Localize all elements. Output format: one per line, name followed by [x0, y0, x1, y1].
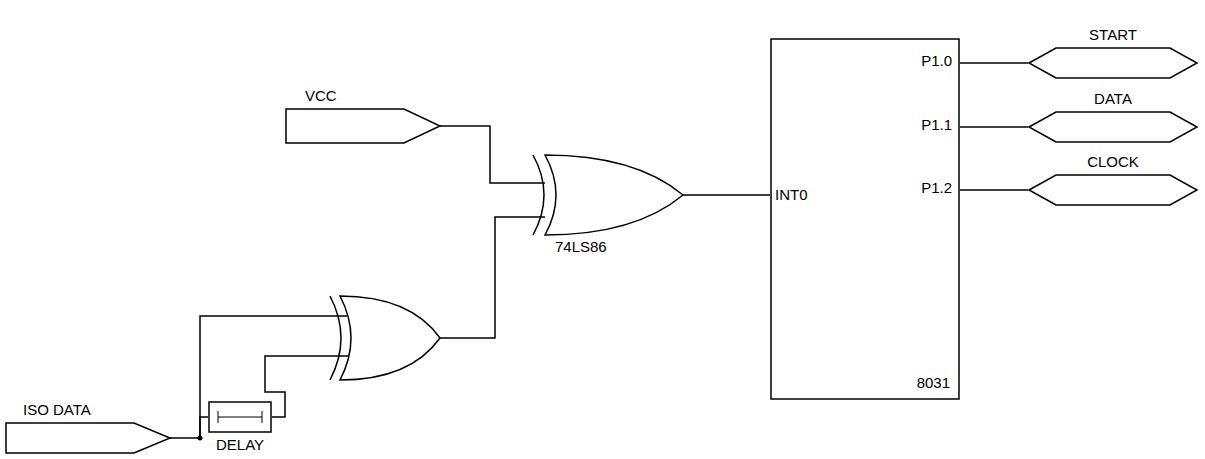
node-label: 74LS86: [555, 238, 607, 256]
pin-name: INT0: [775, 186, 808, 204]
wire: [690, 194, 770, 196]
pin-name: P1.0: [921, 52, 952, 70]
wire: [440, 126, 515, 183]
signal-port-outline: [1028, 47, 1198, 79]
pin-name: P1.2: [921, 179, 952, 197]
gate-wire: [440, 217, 515, 338]
delay-box-outline: [208, 401, 272, 433]
delay-wire: [265, 356, 349, 417]
wire: [960, 189, 1028, 191]
power-flag-outline: [285, 108, 440, 144]
signal-port: CLOCK: [1028, 174, 1198, 206]
xor-gate-body: [340, 296, 440, 380]
xor-gate-input-curve: [330, 296, 341, 380]
signal-port: START: [1028, 47, 1198, 79]
xor-gate-outline: [515, 155, 690, 235]
microcontroller-box: 8031: [770, 38, 960, 400]
input-flag-outline: [5, 422, 170, 454]
xor-gate: 74LS86: [515, 155, 690, 235]
wire: [960, 62, 1028, 64]
node-label: 8031: [917, 374, 950, 392]
wire: [170, 417, 208, 438]
microcontroller-box-outline: [770, 38, 960, 400]
input-flag: ISO DATA: [5, 422, 170, 454]
node-label: CLOCK: [1087, 153, 1139, 171]
node-label: DELAY: [216, 436, 264, 454]
power-flag: VCC: [285, 108, 440, 144]
input-wire: [200, 316, 347, 438]
node-label: VCC: [305, 87, 337, 105]
node-label: START: [1089, 26, 1137, 44]
node-label: DATA: [1094, 90, 1132, 108]
signal-port: DATA: [1028, 111, 1198, 143]
signal-port-outline: [1028, 174, 1198, 206]
signal-port-outline: [1028, 111, 1198, 143]
pin-name: P1.1: [921, 116, 952, 134]
delay-box: DELAY: [208, 401, 272, 433]
node-label: ISO DATA: [23, 401, 91, 419]
wire: [960, 126, 1028, 128]
